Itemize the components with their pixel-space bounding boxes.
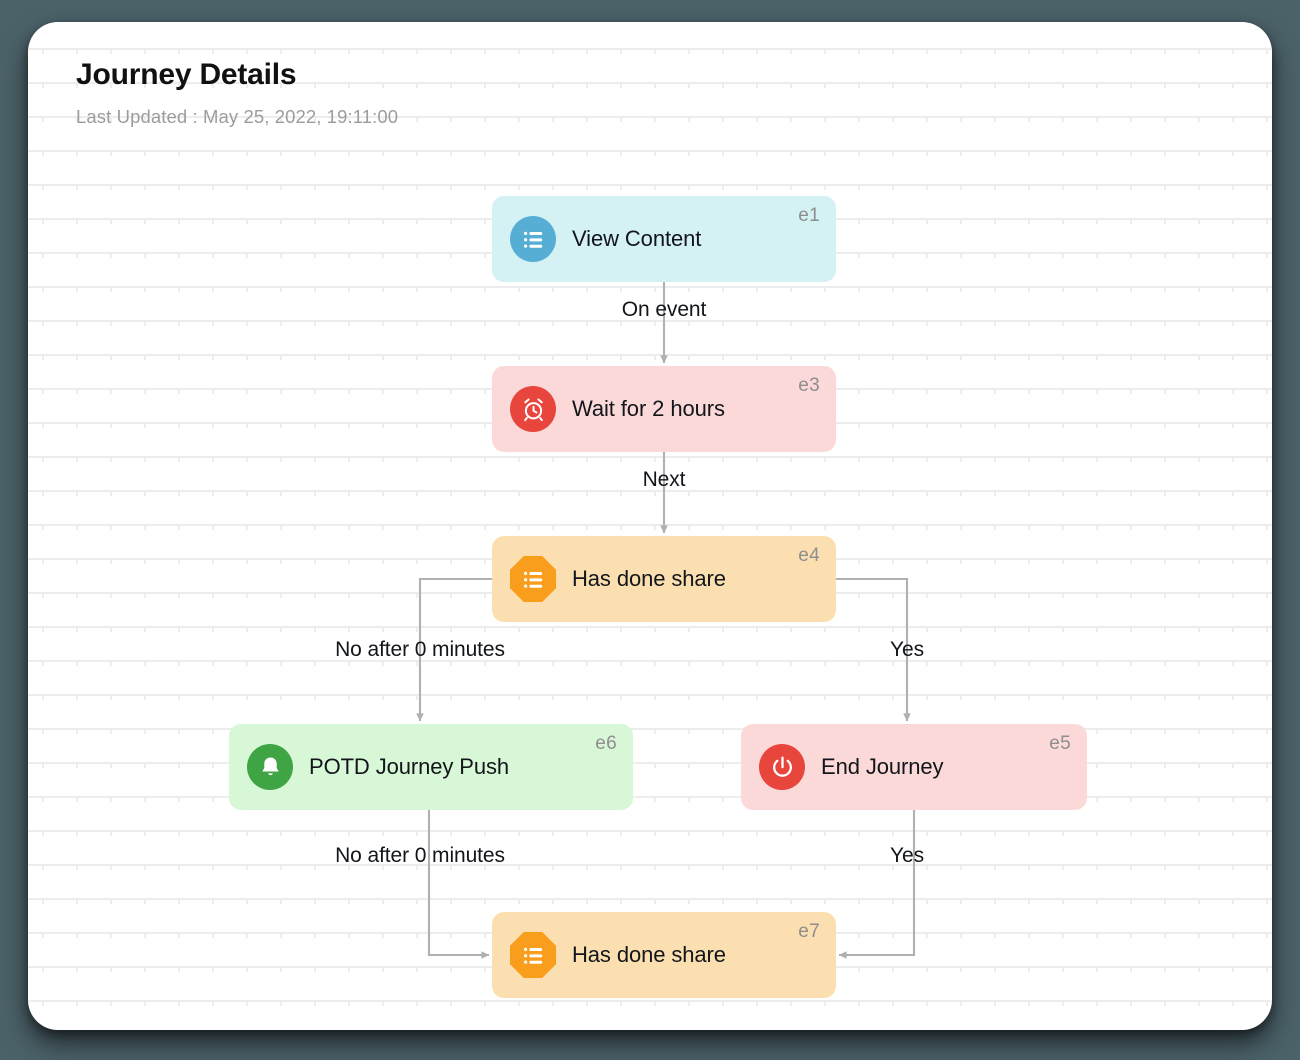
edge-label-yes-e5: Yes	[890, 844, 924, 867]
flow-node-badge: e7	[798, 921, 820, 942]
edge-label-yes-e4: Yes	[890, 638, 924, 661]
flow-node-label: POTD Journey Push	[309, 754, 510, 779]
flow-node-badge: e1	[798, 205, 820, 226]
edge-label-no-after-0-minutes-e4: No after 0 minutes	[335, 638, 505, 661]
flow-node-badge: e3	[798, 375, 820, 396]
list-icon	[510, 556, 556, 602]
journey-flow-canvas[interactable]: On event Next No after 0 minutes Yes No …	[28, 22, 1272, 1030]
flow-node-label: View Content	[572, 226, 702, 251]
bell-icon	[247, 744, 293, 790]
list-icon	[510, 216, 556, 262]
flow-node-e5[interactable]: End Journey e5	[741, 724, 1087, 810]
alarm-clock-icon	[510, 386, 556, 432]
edge-label-no-after-0-minutes-e6: No after 0 minutes	[335, 844, 505, 867]
flow-node-label: End Journey	[821, 754, 944, 779]
flow-edges	[416, 282, 916, 959]
flow-node-e7[interactable]: Has done share e7	[492, 912, 836, 998]
power-icon	[759, 744, 805, 790]
flow-node-label: Has done share	[572, 942, 726, 967]
edge-label-on-event: On event	[621, 298, 707, 321]
page-title: Journey Details	[76, 58, 297, 91]
flow-node-e4[interactable]: Has done share e4	[492, 536, 836, 622]
flow-node-badge: e6	[595, 733, 617, 754]
flow-node-badge: e4	[798, 545, 820, 566]
list-icon	[510, 932, 556, 978]
flow-node-label: Wait for 2 hours	[572, 396, 725, 421]
flow-node-e6[interactable]: POTD Journey Push e6	[229, 724, 633, 810]
journey-details-card: Journey Details Last Updated : May 25, 2…	[28, 22, 1272, 1030]
flow-node-label: Has done share	[572, 566, 726, 591]
edge-label-next: Next	[642, 468, 686, 491]
flow-node-e3[interactable]: Wait for 2 hours e3	[492, 366, 836, 452]
edge-e5-e7	[838, 810, 916, 959]
last-updated-text: Last Updated : May 25, 2022, 19:11:00	[76, 106, 399, 127]
flow-node-e1[interactable]: View Content e1	[492, 196, 836, 282]
flow-node-badge: e5	[1049, 733, 1071, 754]
edge-e6-e7	[427, 810, 490, 959]
